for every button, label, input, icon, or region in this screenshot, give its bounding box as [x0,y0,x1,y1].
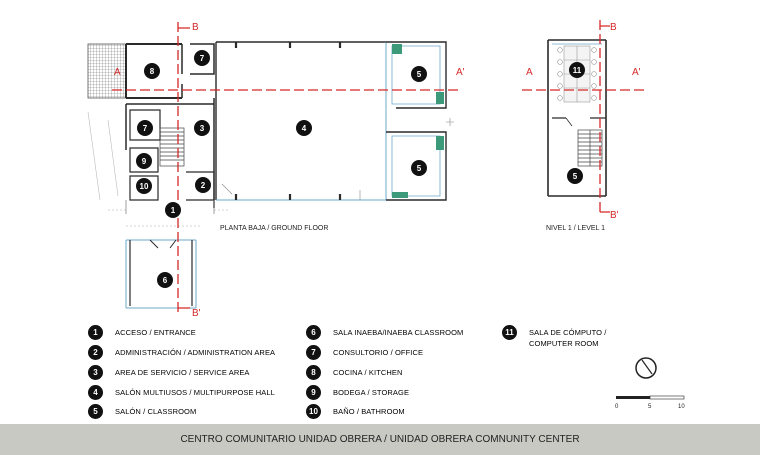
svg-text:11: 11 [573,66,582,75]
legend-label: BODEGA / STORAGE [333,388,410,397]
legend-number: 2 [88,345,103,360]
legend-number: 10 [306,404,321,419]
legend-label: AREA DE SERVICIO / SERVICE AREA [115,368,250,377]
room-marker-8: 8 [144,63,160,79]
svg-text:10: 10 [140,182,149,191]
footer-title-bar: CENTRO COMUNITARIO UNIDAD OBRERA / UNIDA… [0,424,760,455]
svg-text:5: 5 [573,172,578,181]
legend-number: 5 [88,404,103,419]
legend-number: 8 [306,365,321,380]
room-marker-11: 11 [569,62,585,78]
section-mark-b-ground: B [192,22,199,33]
ground-floor-plan [87,41,454,309]
caption-ground-floor: PLANTA BAJA / GROUND FLOOR [220,225,328,232]
room-marker-2: 2 [195,177,211,193]
north-arrow-icon [635,357,657,379]
section-mark-b-prime-level-1: B' [610,210,619,221]
section-mark-b-level-1: B [610,22,617,33]
svg-text:5: 5 [417,164,422,173]
legend-label: BAÑO / BATHROOM [333,407,405,416]
north-arrow-and-scale: 0 5 10 [615,357,685,410]
legend-item-4: 4 SALÓN MULTIUSOS / MULTIPURPOSE HALL [88,385,275,400]
legend-item-9: 9 BODEGA / STORAGE [306,385,409,400]
legend-label: SALA INAEBA/INAEBA CLASSROOM [333,328,464,337]
room-marker-6: 6 [157,272,173,288]
section-lines-level-1 [522,20,646,216]
footer-title: CENTRO COMUNITARIO UNIDAD OBRERA / UNIDA… [180,434,580,445]
scale-tick-0: 0 [615,404,619,410]
scale-bar: 0 5 10 [615,395,685,410]
section-mark-a-ground: A [114,67,121,78]
room-marker-3: 3 [194,120,210,136]
scale-tick-10: 10 [678,404,685,410]
svg-text:4: 4 [302,124,307,133]
legend-label: CONSULTORIO / OFFICE [333,348,424,357]
section-mark-a-prime-ground: A' [456,67,465,78]
svg-text:6: 6 [163,276,168,285]
section-lines-ground [112,22,462,312]
svg-text:8: 8 [150,67,155,76]
room-marker-10: 10 [136,178,152,194]
legend-item-1: 1 ACCESO / ENTRANCE [88,325,196,340]
legend-number: 7 [306,345,321,360]
legend-number: 1 [88,325,103,340]
legend-label: COCINA / KITCHEN [333,368,403,377]
legend-number: 3 [88,365,103,380]
legend-item-6: 6 SALA INAEBA/INAEBA CLASSROOM [306,325,463,340]
section-mark-a-level-1: A [526,67,533,78]
legend-label: ADMINISTRACIÓN / ADMINISTRATION AREA [115,348,276,357]
section-mark-b-prime-ground: B' [192,308,201,319]
legend-label: SALA DE CÓMPUTO / COMPUTER ROOM [529,328,607,348]
floor-plan-drawing: B B' A A' PLANTA BAJA / GROUND FLOOR [87,20,646,319]
legend-item-8: 8 COCINA / KITCHEN [306,365,403,380]
svg-text:1: 1 [171,206,176,215]
room-marker-7: 7 [137,120,153,136]
legend-number: 4 [88,385,103,400]
svg-text:5: 5 [417,70,422,79]
legend-item-10: 10 BAÑO / BATHROOM [306,404,405,419]
room-marker-1: 1 [165,202,181,218]
room-marker-5-top: 5 [411,66,427,82]
legend-number: 9 [306,385,321,400]
scale-tick-5: 5 [648,404,652,410]
svg-text:3: 3 [200,124,205,133]
section-mark-a-prime-level-1: A' [632,67,641,78]
room-marker-9: 9 [136,153,152,169]
legend-label: ACCESO / ENTRANCE [115,328,196,337]
svg-text:2: 2 [201,181,206,190]
room-marker-5-level-1: 5 [567,168,583,184]
svg-text:9: 9 [142,157,147,166]
caption-level-1: NIVEL 1 / LEVEL 1 [546,225,605,232]
room-marker-7-top: 7 [194,50,210,66]
legend-item-5: 5 SALÓN / CLASSROOM [88,404,196,419]
legend-item-3: 3 AREA DE SERVICIO / SERVICE AREA [88,365,250,380]
level-1-plan [547,39,607,197]
legend-number: 11 [502,325,517,340]
room-marker-4: 4 [296,120,312,136]
legend-number: 6 [306,325,321,340]
legend-item-7: 7 CONSULTORIO / OFFICE [306,345,423,360]
svg-text:7: 7 [200,54,205,63]
terrace-hatch [87,43,127,99]
legend-item-2: 2 ADMINISTRACIÓN / ADMINISTRATION AREA [88,345,275,360]
legend-label: SALÓN / CLASSROOM [115,407,197,416]
legend-item-11: 11 SALA DE CÓMPUTO / COMPUTER ROOM [502,325,624,349]
room-marker-5-bottom: 5 [411,160,427,176]
legend-label: SALÓN MULTIUSOS / MULTIPURPOSE HALL [115,388,275,397]
svg-text:7: 7 [143,124,148,133]
